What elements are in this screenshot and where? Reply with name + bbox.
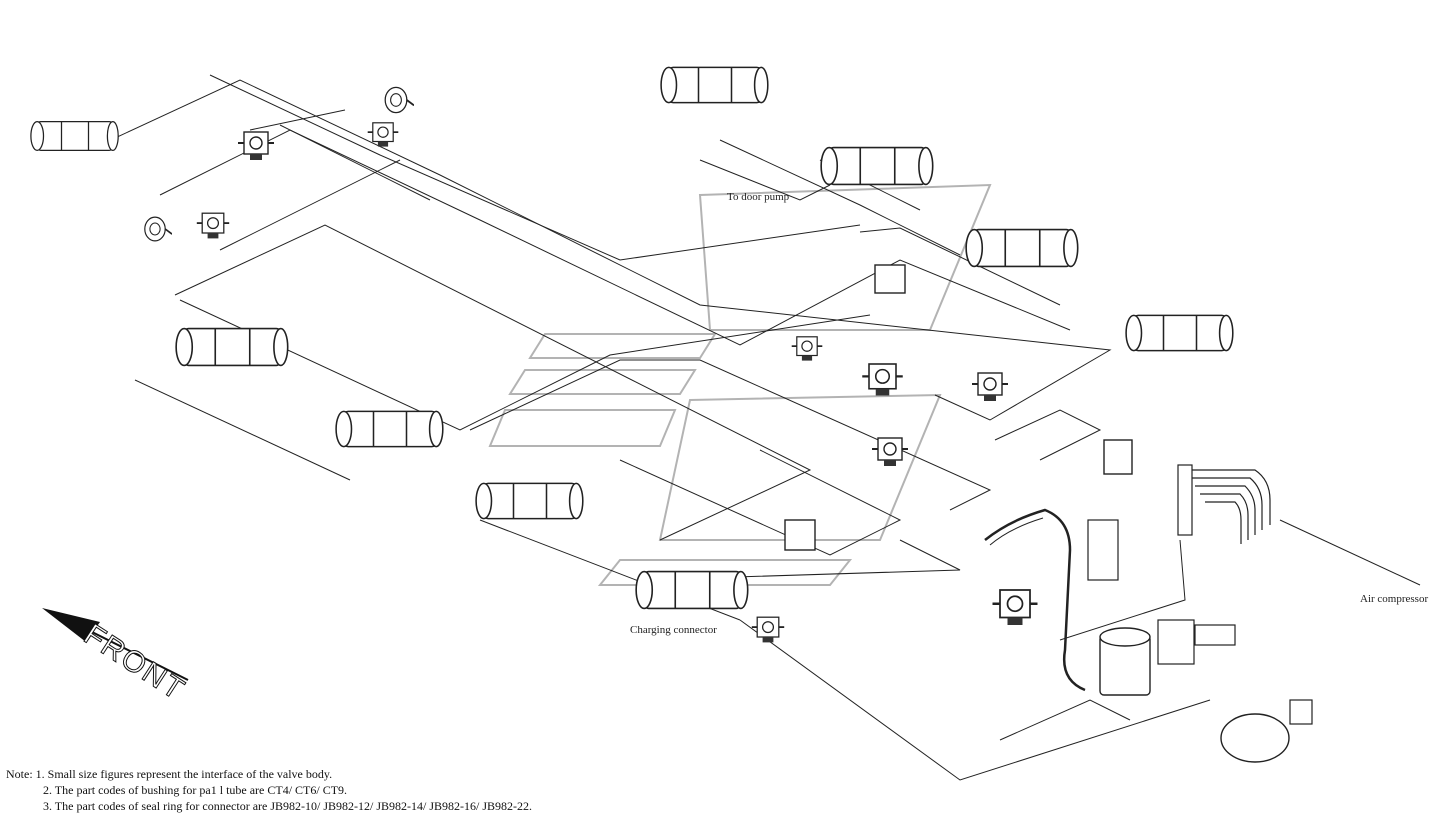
label-door-pump: To door pump	[727, 191, 790, 203]
air-dryer-cap	[1099, 627, 1151, 647]
mounting-angle	[1194, 624, 1236, 646]
label-air-compressor: Air compressor	[1360, 593, 1429, 605]
unloader-valve	[991, 588, 1039, 627]
valve-left-bracket	[195, 212, 231, 240]
label-charging-connector: Charging connector	[630, 624, 717, 636]
tank-mid-left-1	[175, 327, 289, 367]
tank-top-right-1	[660, 66, 769, 104]
tank-right-4	[1125, 314, 1234, 352]
tank-right-3	[965, 228, 1079, 268]
brake-valve-center	[861, 362, 904, 397]
front-arrow-head	[42, 608, 100, 642]
filter-canister	[1103, 439, 1133, 475]
tank-top-right-2	[820, 146, 934, 186]
valves-and-chambers	[143, 86, 1313, 725]
tank-lower-right	[1220, 713, 1290, 763]
spring-brake-valve	[874, 264, 906, 294]
relay-valve-right	[971, 372, 1009, 402]
notes-block: Note: 1. Small size figures represent th…	[6, 766, 532, 814]
hand-brake-valve	[784, 519, 816, 551]
tank-left-top	[30, 120, 120, 152]
relay-valve-top	[237, 131, 275, 161]
tank-mid-left-2	[335, 410, 444, 448]
watermark-logo	[488, 183, 992, 586]
cooling-coil	[1177, 464, 1271, 544]
tank-strap-bracket	[1289, 699, 1313, 725]
note-3: 3. The part codes of seal ring for conne…	[43, 799, 533, 813]
reservoir-tanks	[30, 66, 1290, 763]
front-arrow	[42, 608, 189, 681]
tank-center-2	[635, 570, 749, 610]
tank-center-1	[475, 482, 584, 520]
pipe-network	[99, 74, 1421, 781]
valve-center-lower	[871, 437, 909, 467]
brake-chamber-left	[143, 216, 172, 242]
brake-chamber-top	[384, 86, 414, 114]
valve-center-small	[790, 335, 824, 362]
mounting-bracket	[1157, 619, 1195, 665]
bracket-plate	[1087, 519, 1119, 581]
note-2: 2. The part codes of bushing for pa1 l t…	[43, 783, 348, 797]
valve-charging	[750, 616, 786, 644]
note-1: Note: 1. Small size figures represent th…	[6, 767, 333, 781]
